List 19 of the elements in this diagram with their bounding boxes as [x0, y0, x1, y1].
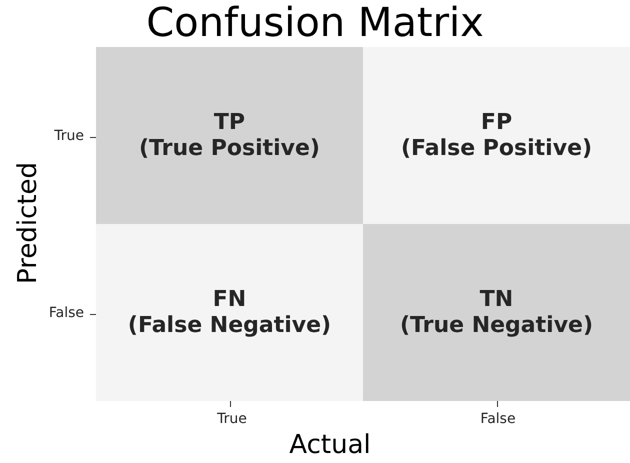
- axis-tick-label: False: [479, 411, 517, 427]
- matrix-cell: [96, 47, 363, 224]
- axis-tick-label: True: [54, 128, 84, 144]
- matrix-cell: [363, 47, 630, 224]
- matrix-cell: [96, 224, 363, 401]
- cell-abbreviation: TP: [214, 110, 246, 136]
- cell-abbreviation: TN: [480, 286, 514, 312]
- cell-abbreviation: FP: [480, 110, 512, 136]
- cell-description: (True Negative): [400, 312, 594, 338]
- axis-label: Predicted: [13, 164, 43, 284]
- cell-description: (False Positive): [400, 136, 592, 162]
- axis-tick-label: False: [48, 305, 84, 321]
- matrix-cell: [363, 224, 630, 401]
- cell-description: (True Positive): [139, 136, 320, 162]
- chart-title: Confusion Matrix: [145, 0, 485, 46]
- axis-tick-label: True: [216, 411, 248, 427]
- cell-abbreviation: FN: [212, 286, 246, 312]
- axis-label: Actual: [288, 430, 372, 460]
- cell-description: (False Negative): [128, 312, 332, 338]
